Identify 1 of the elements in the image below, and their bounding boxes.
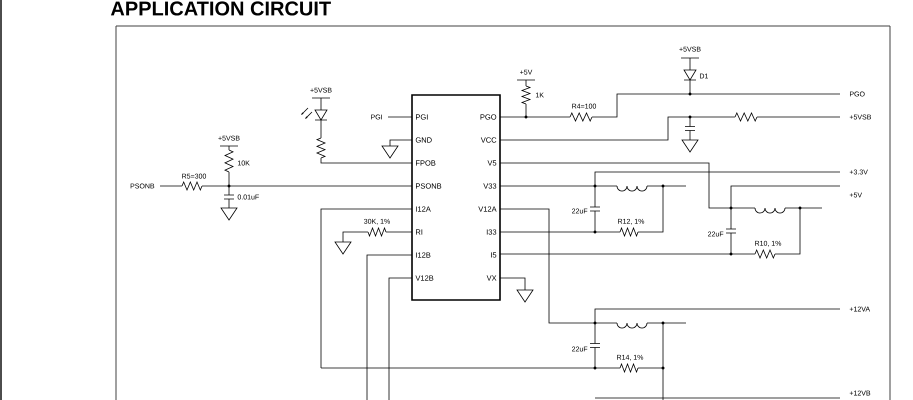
heading: APPLICATION CIRCUIT	[110, 1, 331, 16]
